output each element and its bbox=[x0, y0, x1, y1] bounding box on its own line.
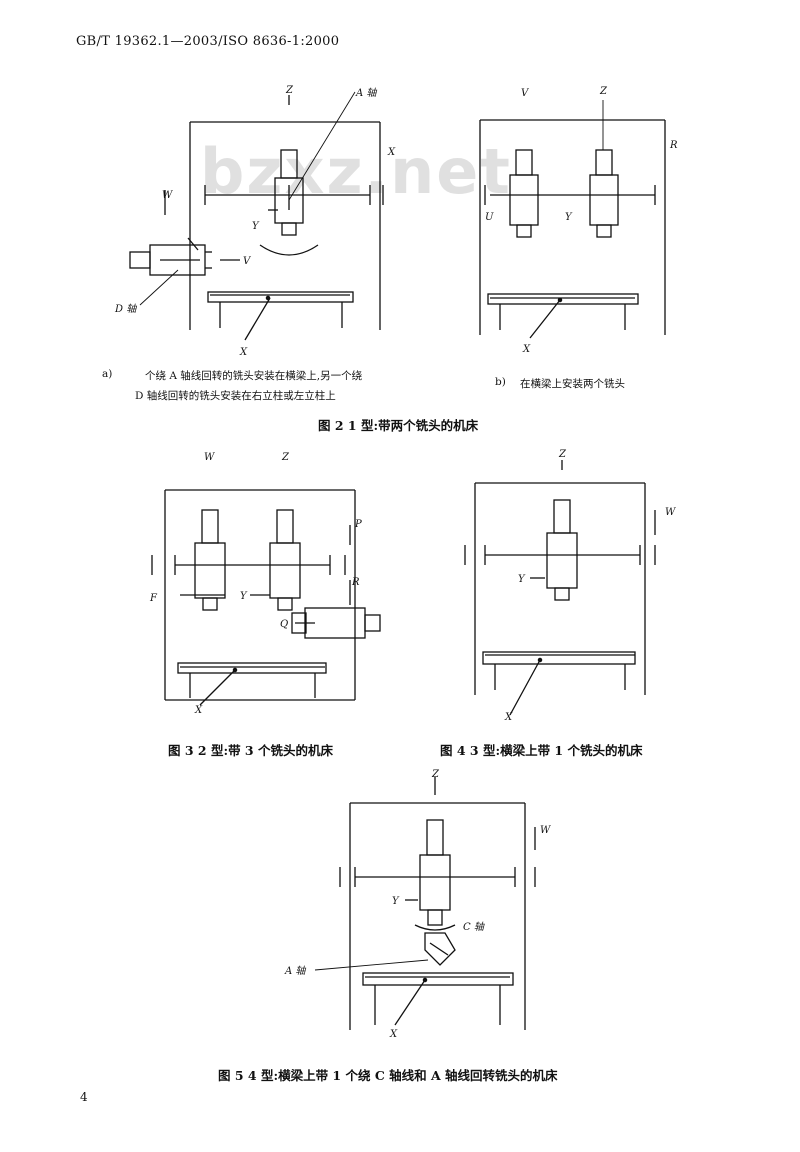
fig2-caption: 图 2 1 型:带两个铣头的机床 bbox=[318, 418, 479, 433]
fig4-caption: 图 4 3 型:横梁上带 1 个铣头的机床 bbox=[440, 743, 643, 758]
fig3-label-w: W bbox=[204, 452, 215, 463]
fig5-caption: 图 5 4 型:横梁上带 1 个绕 C 轴线和 A 轴线回转铣头的机床 bbox=[218, 1068, 558, 1083]
fig2b-label-v: V bbox=[521, 88, 530, 99]
fig3-label-x: X bbox=[194, 705, 203, 716]
fig5-label-z: Z bbox=[431, 769, 440, 780]
fig2a-label-v: V bbox=[243, 256, 252, 267]
fig2b-label-z: Z bbox=[599, 86, 608, 97]
fig2a-label-a-axis: A 轴 bbox=[355, 87, 377, 99]
fig3-label-r: R bbox=[351, 577, 360, 588]
figure-5-diagram: Z W Y C 轴 A 轴 X bbox=[280, 765, 580, 1045]
fig2-sub-a-line1: 个绕 A 轴线回转的铣头安装在横梁上,另一个绕 bbox=[145, 370, 363, 382]
fig2-sub-b-mark: b) bbox=[495, 376, 506, 388]
fig3-label-y: Y bbox=[240, 591, 248, 602]
watermark: bzxz.net bbox=[200, 135, 512, 208]
fig5-label-a-axis: A 轴 bbox=[284, 965, 306, 977]
fig5-label-c-axis: C 轴 bbox=[463, 921, 485, 933]
page-number: 4 bbox=[80, 1090, 88, 1104]
fig2b-label-u: U bbox=[485, 212, 494, 223]
fig2-sub-a-line2: D 轴线回转的铣头安装在右立柱或左立柱上 bbox=[135, 390, 336, 402]
fig2b-label-y: Y bbox=[565, 212, 573, 223]
document-header: GB/T 19362.1—2003/ISO 8636-1:2000 bbox=[76, 34, 340, 49]
fig2a-label-x-top: X bbox=[387, 147, 396, 158]
figure-3-diagram: W Z P R F Y Q X bbox=[140, 445, 400, 720]
fig5-label-y: Y bbox=[392, 896, 400, 907]
fig5-label-w: W bbox=[540, 825, 551, 836]
fig2a-label-y: Y bbox=[252, 221, 260, 232]
fig3-label-q: Q bbox=[280, 619, 288, 630]
fig3-caption: 图 3 2 型:带 3 个铣头的机床 bbox=[168, 743, 333, 758]
fig2-sub-a-mark: a) bbox=[102, 368, 113, 380]
figure-4-diagram: Z W Y X bbox=[450, 445, 690, 720]
fig3-label-p: P bbox=[354, 519, 362, 530]
fig2b-label-r: R bbox=[669, 140, 678, 151]
fig2a-label-z: Z bbox=[285, 85, 294, 96]
fig2b-label-x: X bbox=[522, 344, 531, 355]
fig4-label-w: W bbox=[665, 507, 676, 518]
fig2-sub-b: 在横梁上安装两个铣头 bbox=[520, 378, 625, 390]
fig4-label-y: Y bbox=[518, 574, 526, 585]
fig2a-label-x-bottom: X bbox=[239, 347, 248, 358]
fig4-label-x: X bbox=[504, 712, 513, 720]
fig5-label-x: X bbox=[389, 1029, 398, 1040]
figure-2b-diagram: V Z R U Y X bbox=[455, 80, 695, 360]
figure-2a-diagram: Z A 轴 X W Y V D 轴 X bbox=[100, 80, 420, 360]
fig3-label-z: Z bbox=[281, 452, 290, 463]
fig2a-label-d-axis: D 轴 bbox=[114, 303, 137, 315]
fig3-label-f: F bbox=[149, 593, 158, 604]
fig2a-label-w: W bbox=[162, 190, 173, 201]
fig4-label-z: Z bbox=[558, 449, 567, 460]
